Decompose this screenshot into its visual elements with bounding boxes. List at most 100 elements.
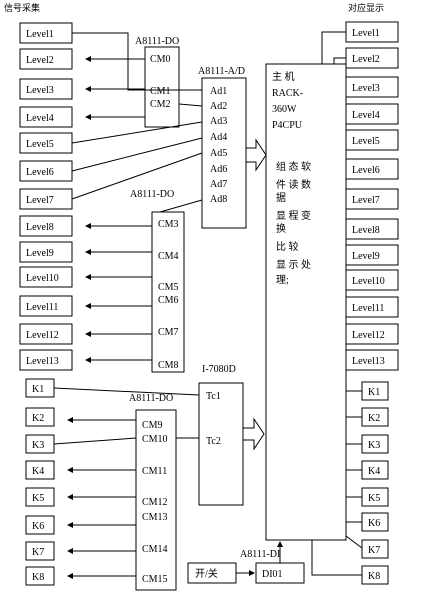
do1-module [144,46,180,128]
right-level-10-label: Level10 [352,276,385,287]
right-level-12-label: Level12 [352,330,385,341]
right-level-11 [345,296,399,318]
ad-port-1: Ad1 [210,86,227,97]
do3-port-5: CM13 [142,512,168,523]
do1-title: A8111-DO [135,36,179,47]
right-level-5-label: Level5 [352,136,380,147]
right-k-4-label: K4 [368,466,380,477]
left-k-8-label: K8 [32,572,44,583]
left-k-7 [25,541,55,561]
di-port-label: DI01 [262,569,283,580]
left-level-7-label: Level7 [26,195,54,206]
do2-port-4: CM6 [158,295,179,306]
right-level-11-label: Level11 [352,303,384,314]
k1-to-tc1-line [53,387,200,396]
do1-port-cm1: CM1 [150,86,171,97]
right-level-7 [345,188,399,210]
computer-to-right-level-2 [333,57,346,64]
computer-line-2: RACK- [272,88,303,99]
computer-box [265,63,347,541]
right-level-5 [345,129,399,151]
do1-port-cm2: CM2 [150,99,171,110]
do3-port-3: CM11 [142,466,167,477]
computer-process-line-4: 显 程 变 [276,209,311,222]
right-level-9-label: Level9 [352,251,380,262]
i7080-port-tc1: Tc1 [206,391,221,402]
right-level-4-label: Level4 [352,110,380,121]
right-level-8-label: Level8 [352,225,380,236]
right-level-6-label: Level6 [352,165,380,176]
right-k-3-label: K3 [368,440,380,451]
left-level-2 [19,48,73,70]
left-level-9 [19,241,73,263]
ad-module [201,77,247,229]
left-level-5-label: Level5 [26,139,54,150]
right-level-1-label: Level1 [352,28,380,39]
i7080-to-computer-arrow [243,417,265,451]
right-level-13-label: Level13 [352,356,385,367]
right-level-8 [345,218,399,240]
right-k-2-label: K2 [368,413,380,424]
ad-port-3: Ad3 [210,116,227,127]
left-level-8 [19,215,73,237]
left-column-title: 信号采集 [4,2,40,14]
left-level-3 [19,78,73,100]
computer-line-1: 主 机 [272,70,295,83]
right-k-7 [361,539,389,559]
do2-module [151,211,185,373]
computer-process-line-7: 显 示 处 [276,259,311,271]
left-k-6 [25,515,55,535]
right-level-4 [345,103,399,125]
left-level-10-label: Level10 [26,273,59,284]
right-column-title: 对应显示 [348,2,384,14]
do3-title: A8111-DO [129,393,173,404]
i7080-module [198,382,244,506]
left-k-2-label: K2 [32,413,44,424]
computer-process-line-8: 理; [276,274,289,286]
left-level-13-label: Level13 [26,356,59,367]
do3-port-4: CM12 [142,497,168,508]
left-k-4-label: K4 [32,466,44,477]
left-level-12 [19,323,73,345]
left-level-4-label: Level4 [26,113,54,124]
do2-port-6: CM8 [158,360,179,371]
right-level-6 [345,158,399,180]
k3-to-do3-line [53,437,137,445]
left-level-11 [19,295,73,317]
computer-process-line-5: 换 [276,222,286,235]
di-title: A8111-DI [240,549,280,560]
do3-port-1: CM9 [142,420,163,431]
left-level-3-label: Level3 [26,85,54,96]
do3-port-2: CM10 [142,434,168,445]
do2-to-ad8-line [159,199,203,213]
ad-port-2: Ad2 [210,101,227,112]
right-k-5-label: K5 [368,493,380,504]
left-level-12-label: Level12 [26,330,59,341]
right-level-12 [345,323,399,345]
computer-line-4: P4CPU [272,120,303,131]
right-k-7-label: K7 [368,545,380,556]
do2-port-5: CM7 [158,327,179,338]
do3-module [135,409,177,591]
right-k-6-label: K6 [368,518,380,529]
do2-title: A8111-DO [130,189,174,200]
do1-to-ad2-line [178,103,203,107]
computer-to-right-level-1 [321,31,346,64]
left-level-9-label: Level9 [26,248,54,259]
computer-process-line-6: 比 较 [276,240,299,253]
ad-title: A8111-A/D [198,66,245,77]
ad-port-6: Ad6 [210,164,227,175]
left-k-7-label: K7 [32,547,44,558]
do2-port-2: CM4 [158,251,179,262]
level5-to-ad3-line [71,121,203,144]
ad-port-4: Ad4 [210,132,227,143]
computer-to-k8-line [311,540,362,576]
left-level-6-label: Level6 [26,167,54,178]
ad-to-computer-arrow [246,138,267,172]
left-k-5 [25,487,55,507]
left-level-11-label: Level11 [26,302,58,313]
left-level-4 [19,106,73,128]
left-level-1-label: Level1 [26,29,54,40]
